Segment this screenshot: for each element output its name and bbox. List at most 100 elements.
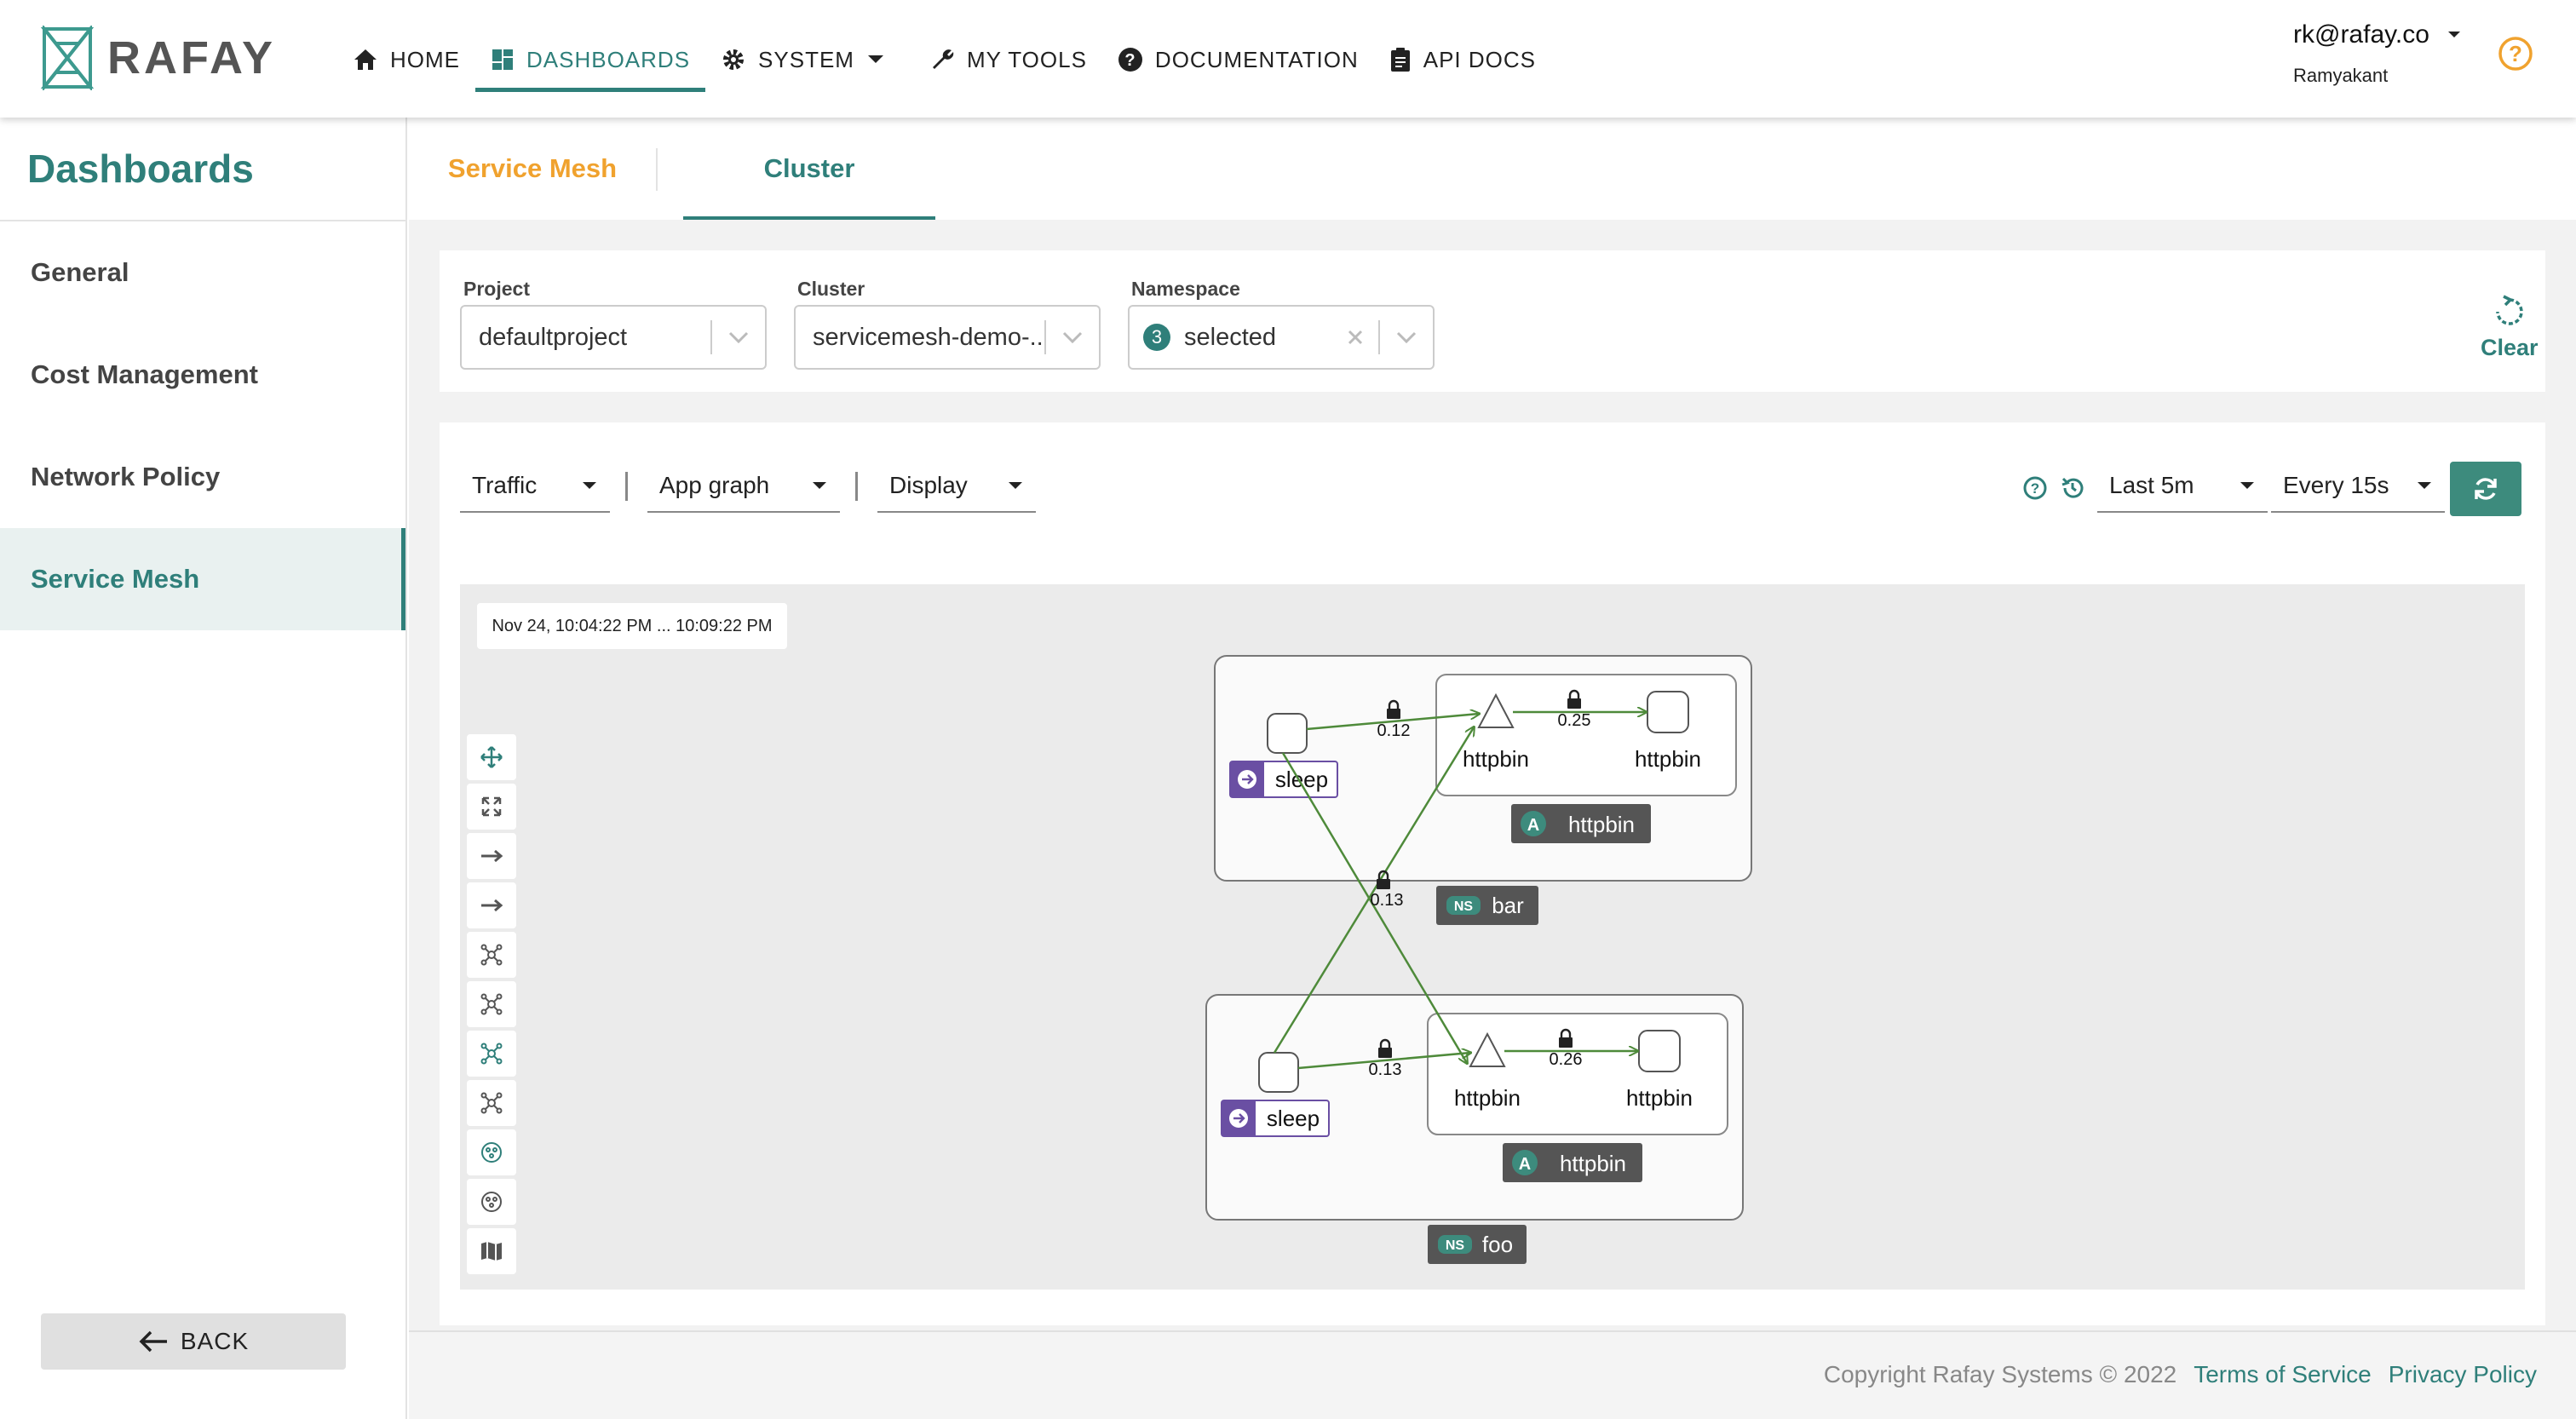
home-icon	[354, 49, 377, 70]
cluster-select[interactable]: servicemesh-demo-...	[794, 305, 1101, 370]
traffic-edge[interactable]	[1281, 752, 1467, 1063]
workload-label: httpbin	[1635, 746, 1701, 772]
select-divider	[710, 320, 712, 354]
legend-button[interactable]	[467, 1228, 516, 1274]
nav-api-docs[interactable]: API DOCS	[1374, 29, 1551, 90]
traffic-edge[interactable]	[1273, 727, 1474, 1054]
caret-down-icon	[1009, 482, 1022, 489]
app-box[interactable]	[1427, 1013, 1728, 1135]
source-label: sleep	[1275, 767, 1328, 792]
service-mesh-graph: 0.12 0.25 sleep httpbin httpbin A httpbi…	[1205, 655, 1752, 1264]
terms-of-service-link[interactable]: Terms of Service	[2194, 1361, 2372, 1387]
ns-label: bar	[1492, 893, 1524, 918]
caret-down-icon	[813, 482, 826, 489]
workload-entry-icon-arrow	[1242, 774, 1254, 784]
graph-layout-icon	[480, 993, 503, 1015]
sidebar-item-network-policy[interactable]: Network Policy	[31, 462, 221, 491]
refresh-interval-dropdown[interactable]: Every 15s	[2271, 460, 2445, 513]
ns-badge	[1438, 1235, 1472, 1254]
privacy-policy-link[interactable]: Privacy Policy	[2388, 1361, 2537, 1387]
clear-selection-button[interactable]	[1332, 329, 1378, 346]
layout-3-button[interactable]	[467, 1031, 516, 1077]
app-badge-letter: A	[1519, 1155, 1531, 1174]
sidebar-item-general[interactable]: General	[31, 257, 129, 287]
help-button[interactable]: ?	[2498, 36, 2533, 76]
refresh-button[interactable]	[2450, 462, 2521, 516]
rafay-logo[interactable]: RAFAY	[39, 26, 276, 90]
project-select[interactable]: defaultproject	[460, 305, 767, 370]
app-badge	[1512, 1150, 1538, 1175]
namespace-select[interactable]: 3 selected	[1128, 305, 1435, 370]
chevron-down-icon	[867, 55, 883, 63]
layout-1-button[interactable]	[467, 932, 516, 978]
workload-entry-icon-arrow	[1233, 1113, 1245, 1123]
display-dropdown[interactable]: Display	[877, 460, 1036, 513]
workload-node[interactable]	[1638, 1030, 1681, 1072]
svg-text:?: ?	[1124, 51, 1136, 70]
nav-documentation-label: DOCUMENTATION	[1154, 46, 1359, 72]
traffic-dropdown[interactable]: Traffic	[460, 460, 610, 513]
app-box[interactable]	[1435, 674, 1737, 796]
ns-badge	[1446, 896, 1481, 915]
back-button[interactable]: BACK	[41, 1313, 346, 1370]
layout-top-bottom-button[interactable]	[467, 882, 516, 928]
rafay-logo-icon	[40, 26, 95, 90]
edge-label: 0.26	[1550, 1050, 1583, 1069]
nav-system[interactable]: SYSTEM	[705, 29, 900, 90]
source-node[interactable]	[1258, 1052, 1299, 1093]
nav-my-tools[interactable]: MY TOOLS	[914, 29, 1102, 90]
map-icon	[481, 1242, 502, 1261]
help-icon: ?	[2498, 37, 2533, 71]
nav-documentation[interactable]: ? DOCUMENTATION	[1102, 29, 1374, 90]
svg-text:?: ?	[2509, 41, 2522, 66]
app-label: httpbin	[1568, 812, 1635, 837]
layout-2-button[interactable]	[467, 981, 516, 1027]
brand-name: RAFAY	[107, 32, 277, 83]
control-divider	[625, 472, 628, 501]
ns-label-box	[1436, 886, 1538, 925]
tab-cluster[interactable]: Cluster	[683, 118, 935, 220]
graph-type-dropdown[interactable]: App graph	[647, 460, 840, 513]
expand-icon	[481, 796, 502, 817]
edge-label: 0.12	[1377, 721, 1411, 740]
user-menu[interactable]: rk@rafay.co Ramyakant	[2293, 20, 2462, 87]
duration-dropdown[interactable]: Last 5m	[2097, 460, 2268, 513]
namespace-layout-1-button[interactable]	[467, 1129, 516, 1175]
refresh-icon	[2475, 478, 2497, 500]
namespace-layout-2-button[interactable]	[467, 1179, 516, 1225]
workload-node[interactable]	[1647, 691, 1689, 733]
reset-icon	[2496, 295, 2523, 325]
service-label: httpbin	[1454, 1085, 1521, 1111]
help-icon[interactable]: ?	[2022, 475, 2048, 501]
nav-dashboards[interactable]: DASHBOARDS	[475, 29, 706, 92]
project-value: defaultproject	[479, 323, 628, 351]
graph-layout-icon	[480, 1043, 503, 1065]
filter-panel: Project defaultproject Cluster serviceme…	[440, 250, 2545, 392]
service-node[interactable]	[1477, 692, 1515, 728]
main-nav: HOME DASHBOARDS SYSTEM MY TOOLS ? DOCUME…	[337, 29, 1551, 92]
layout-4-button[interactable]	[467, 1080, 516, 1126]
fit-to-screen-button[interactable]	[467, 784, 516, 830]
sidebar-item-service-mesh[interactable]: Service Mesh	[0, 528, 405, 630]
service-node[interactable]	[1469, 1031, 1506, 1067]
sidebar-item-cost-management[interactable]: Cost Management	[31, 359, 258, 389]
nav-home[interactable]: HOME	[337, 29, 475, 90]
graph-timestamp: Nov 24, 10:04:22 PM ... 10:09:22 PM	[477, 603, 787, 649]
ns-badge-text: NS	[1446, 1238, 1465, 1253]
source-node[interactable]	[1267, 713, 1308, 754]
pan-zoom-button[interactable]	[467, 734, 516, 780]
history-icon[interactable]	[2060, 475, 2085, 501]
tab-service-mesh[interactable]: Service Mesh	[447, 153, 618, 183]
workload-label-box	[1612, 1080, 1707, 1116]
namespace-bar-group[interactable]: 0.12 0.25 sleep httpbin httpbin A httpbi…	[1214, 655, 1752, 925]
edge-label: 0.25	[1558, 711, 1591, 730]
graph-canvas[interactable]: Nov 24, 10:04:22 PM ... 10:09:22 PM	[460, 584, 2525, 1290]
layout-left-right-button[interactable]	[467, 833, 516, 879]
namespace-foo-group[interactable]: 0.13 0.26 sleep httpbin httpbin A httpbi…	[1205, 994, 1744, 1264]
clear-filters-button[interactable]: Clear	[2481, 295, 2539, 361]
top-navbar: RAFAY HOME DASHBOARDS SYSTEM MY TOOLS ? …	[0, 0, 2576, 118]
namespace-layout-icon	[481, 1142, 502, 1163]
traffic-edge[interactable]	[1306, 714, 1479, 731]
traffic-edge[interactable]	[1297, 1053, 1470, 1070]
graph-layout-icon	[480, 1092, 503, 1114]
